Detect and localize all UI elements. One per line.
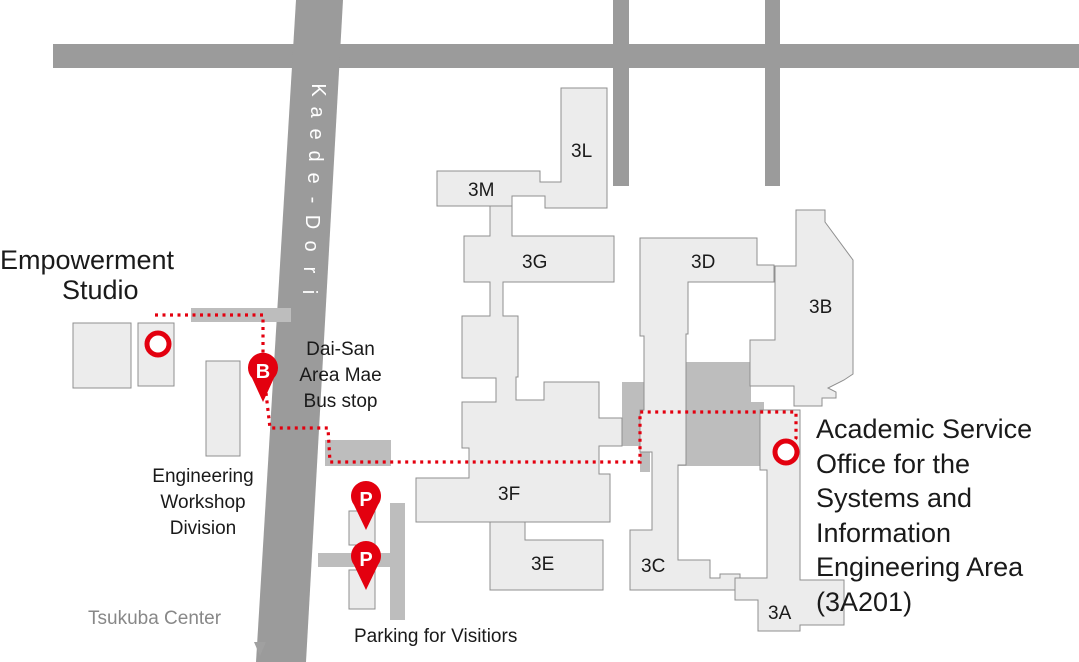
horizontal-road <box>53 44 1079 68</box>
parking-label: Parking for Visitiors <box>354 626 518 647</box>
academic-office-marker <box>772 438 800 466</box>
tsukuba-center-arrow-icon <box>254 642 266 656</box>
parking-pin-1-letter: P <box>359 489 372 511</box>
building-label-3e: 3E <box>531 554 554 575</box>
building-3b <box>749 209 854 407</box>
kaede-dori-road <box>256 0 343 662</box>
workshop-label: Engineering Workshop Division <box>128 464 278 542</box>
building-3e <box>489 521 604 591</box>
workshop-line: Division <box>169 518 237 539</box>
location-rings <box>144 330 800 466</box>
academic-office-line: Academic Service <box>816 414 1033 444</box>
road-letter: K <box>307 83 329 97</box>
building-empowerment-left <box>72 322 132 389</box>
academic-office-line: Office for the <box>816 448 971 479</box>
route-studio-to-bus <box>155 313 265 360</box>
pins: B P P <box>248 352 382 590</box>
building-label-3b: 3B <box>809 297 832 318</box>
road-letter: i <box>298 290 320 294</box>
route-lines <box>155 313 798 464</box>
academic-office-line: (3A201) <box>816 586 913 617</box>
building-label-3m: 3M <box>468 180 494 201</box>
parking-pin-2: P <box>351 541 382 590</box>
side-road-right <box>765 0 780 186</box>
road-letter: r <box>299 267 321 274</box>
parking-pin-1: P <box>351 481 382 530</box>
workshop-line: Workshop <box>160 492 246 513</box>
road-letter: o <box>300 240 322 251</box>
academic-office-line: Information <box>816 517 952 548</box>
empowerment-studio-marker <box>144 330 172 358</box>
building-label-3c: 3C <box>641 556 665 577</box>
bus-stop-line: Dai-San <box>306 339 375 360</box>
bus-stop-label: Dai-San Area Mae Bus stop <box>278 337 403 415</box>
building-workshop <box>205 360 241 457</box>
building-3a <box>734 409 845 632</box>
road-letter: a <box>306 106 328 118</box>
road-name: K a e d e - D o r i <box>298 83 329 294</box>
bus-stop-line: Area Mae <box>299 365 382 386</box>
building-label-3g: 3G <box>522 252 547 273</box>
bus-stop-line: Bus stop <box>303 391 378 412</box>
building-label-3a: 3A <box>768 603 792 624</box>
academic-office-line: Engineering Area <box>816 552 1024 582</box>
academic-office-line: Systems and <box>816 483 973 513</box>
building-label-3l: 3L <box>571 141 592 162</box>
empowerment-studio-label: Empowerment Studio <box>0 245 230 305</box>
empowerment-studio-line: Studio <box>62 275 139 305</box>
academic-office-label: Academic Service Office for the Systems … <box>816 412 1078 619</box>
road-letter: d <box>304 150 326 161</box>
empowerment-studio-line: Empowerment <box>0 245 175 275</box>
road-letter: e <box>303 172 325 183</box>
road-letter: - <box>302 197 324 204</box>
workshop-line: Engineering <box>152 466 254 487</box>
tsukuba-center-label: Tsukuba Center <box>88 608 222 629</box>
building-3g-3f <box>415 205 623 523</box>
road-letter: D <box>301 215 323 229</box>
parking-pin-2-letter: P <box>359 549 372 571</box>
bus-pin-letter: B <box>256 361 270 383</box>
side-road-left <box>613 0 629 186</box>
building-label-3f: 3F <box>498 484 520 505</box>
building-label-3d: 3D <box>691 252 715 273</box>
route-bus-to-office <box>264 392 798 464</box>
bus-stop-pin: B <box>248 352 278 402</box>
buildings <box>72 87 854 632</box>
road-letter: e <box>305 128 327 139</box>
building-labels: 3L 3M 3G 3D 3B 3F 3E 3C 3A <box>468 141 832 624</box>
roads <box>53 0 1079 662</box>
